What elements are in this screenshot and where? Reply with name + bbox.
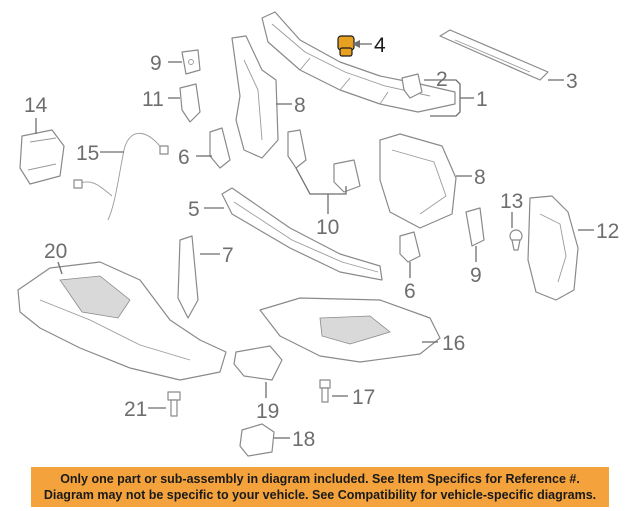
part-12-bracket <box>527 195 579 301</box>
notice-line-1: Only one part or sub-assembly in diagram… <box>60 472 580 486</box>
callout-2: 2 <box>436 68 448 91</box>
part-2-bracket <box>401 73 423 99</box>
parts-diagram: 1 2 3 4 5 6 6 7 8 8 9 9 10 11 12 13 14 1… <box>17 11 619 457</box>
part-15-wire <box>73 132 169 221</box>
callout-11: 11 <box>142 88 164 111</box>
callout-1: 1 <box>476 88 488 111</box>
callout-14: 14 <box>24 94 48 117</box>
callout-4: 4 <box>374 34 386 57</box>
callout-3: 3 <box>566 70 578 93</box>
callout-9-lower: 9 <box>470 264 482 287</box>
part-19-bracket <box>233 345 283 381</box>
callouts: 1 2 3 4 5 6 6 7 8 8 9 9 10 11 12 13 14 1… <box>24 34 619 451</box>
callout-9-upper: 9 <box>150 52 162 75</box>
part-8-left-side <box>231 35 279 159</box>
part-17-bolt <box>319 379 331 403</box>
part-5-lower-bar <box>221 187 383 281</box>
callout-15: 15 <box>76 142 99 165</box>
callout-8-left: 8 <box>294 94 306 117</box>
notice-line-2: Diagram may not be specific to your vehi… <box>43 488 597 502</box>
callout-10: 10 <box>316 216 339 239</box>
callout-7: 7 <box>222 244 234 267</box>
compatibility-notice: Only one part or sub-assembly in diagram… <box>31 467 609 507</box>
part-9-lower-bracket <box>465 207 485 247</box>
callout-13: 13 <box>500 190 523 213</box>
part-13-clip <box>509 229 523 251</box>
part-4-nut <box>337 35 355 57</box>
callout-16: 16 <box>442 332 465 355</box>
part-20-undercover <box>17 261 227 381</box>
callout-5: 5 <box>188 198 200 221</box>
callout-19: 19 <box>256 400 279 423</box>
callout-8-right: 8 <box>474 166 486 189</box>
callout-6-upper: 6 <box>178 146 190 169</box>
part-9-upper-bracket <box>181 49 201 75</box>
part-11-bracket <box>179 83 201 123</box>
leader-lines <box>35 40 594 439</box>
part-7-member <box>177 235 199 319</box>
part-14-module <box>19 129 65 185</box>
part-6-lower-bracket <box>399 231 421 263</box>
part-18-block <box>239 423 275 457</box>
part-6-upper-bracket <box>209 127 231 169</box>
callout-12: 12 <box>596 220 619 243</box>
callout-21: 21 <box>124 398 147 421</box>
part-3-strip <box>439 29 549 81</box>
callout-17: 17 <box>352 386 375 409</box>
part-21-bolt <box>167 391 181 417</box>
part-10-brackets <box>287 129 361 193</box>
part-8-right-side <box>379 133 457 229</box>
callout-18: 18 <box>292 428 315 451</box>
part-16-undercover <box>259 297 441 363</box>
part-1-upper-support <box>261 11 456 113</box>
callout-20: 20 <box>44 240 67 263</box>
callout-6-lower: 6 <box>404 280 416 303</box>
